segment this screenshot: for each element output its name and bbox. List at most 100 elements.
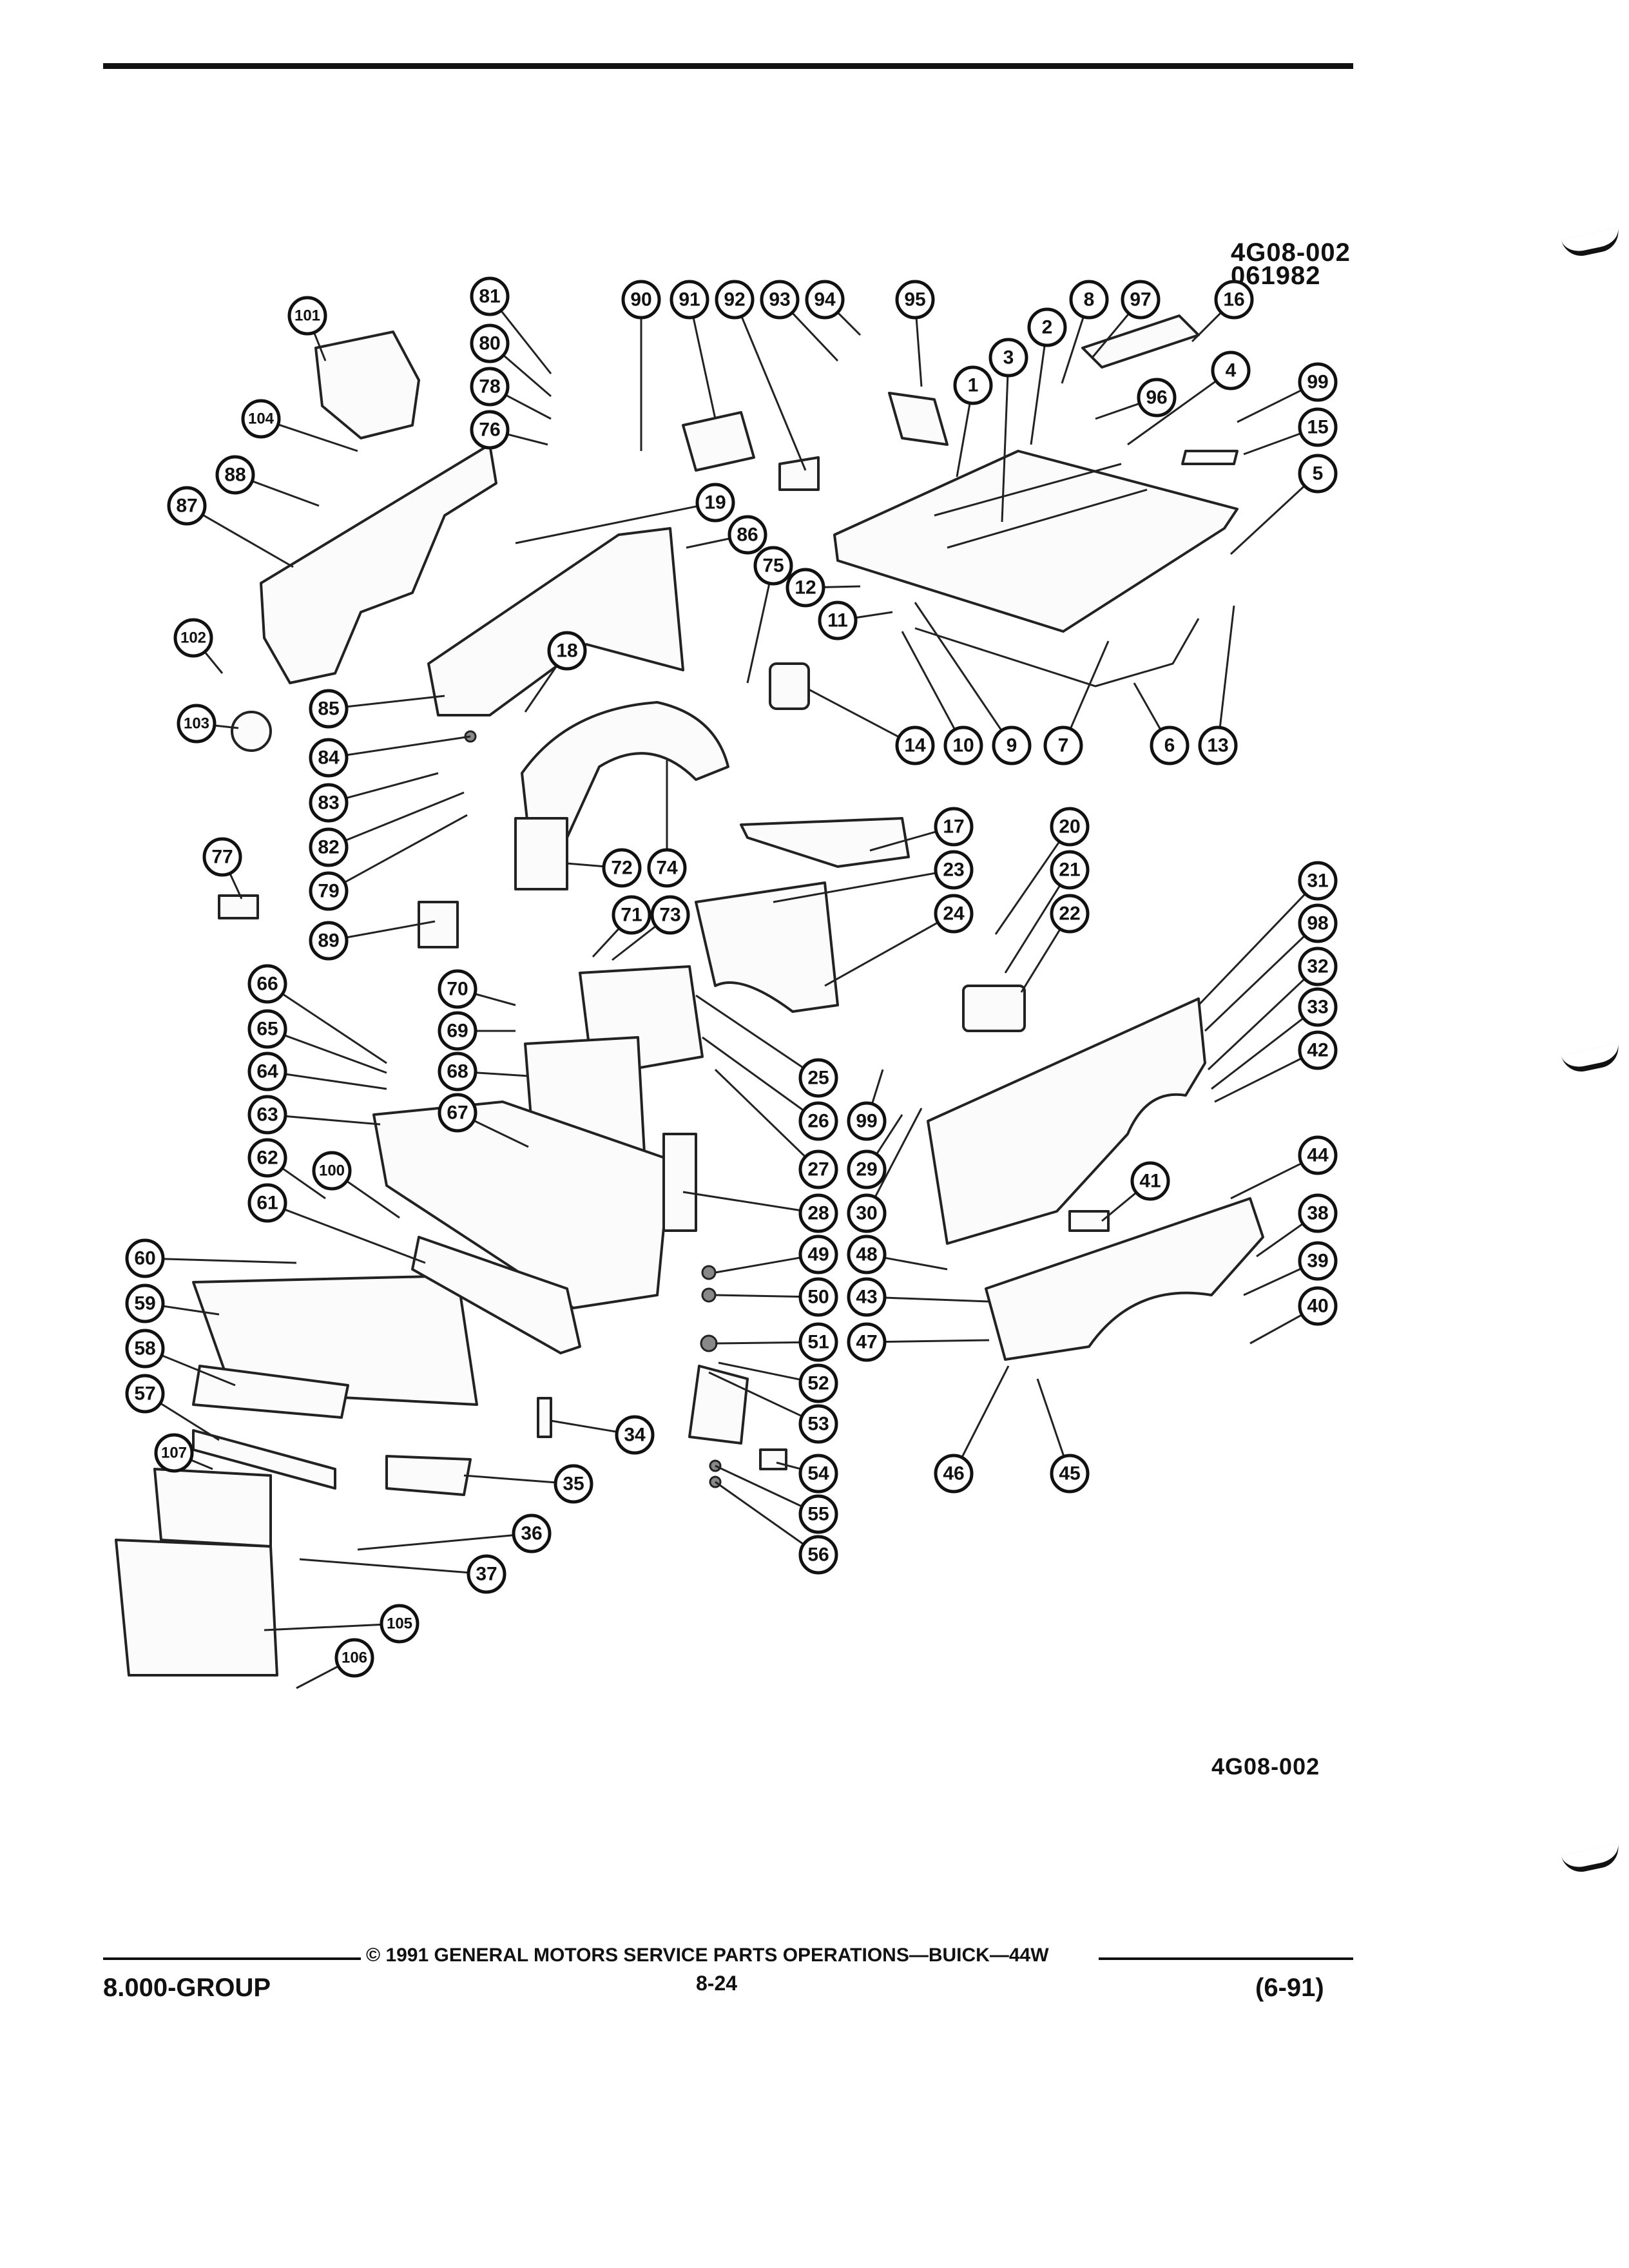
callout-number: 51 — [807, 1332, 829, 1353]
callout-number: 65 — [256, 1019, 278, 1040]
callout-67: 67 — [438, 1093, 477, 1133]
stone-shield-52 — [688, 1365, 749, 1445]
callout-circle — [786, 568, 825, 608]
callout-number: 90 — [630, 289, 651, 311]
callout-number: 101 — [294, 307, 320, 325]
callout-circle — [695, 483, 735, 523]
leader-line-71 — [592, 927, 621, 958]
washer-reservoir — [962, 985, 1026, 1032]
leader-line-9 — [914, 602, 1003, 731]
leader-line-56 — [715, 1481, 804, 1546]
leader-line-99 — [871, 1069, 884, 1104]
nut-49 — [701, 1265, 717, 1280]
leader-line-16 — [1191, 311, 1222, 343]
callout-circle — [1050, 850, 1090, 890]
leader-line-15 — [1243, 432, 1302, 456]
footer-rule-left — [103, 1957, 361, 1960]
leader-line-91 — [692, 317, 717, 419]
callout-circle — [1298, 861, 1338, 901]
leader-line-78 — [505, 394, 552, 420]
callout-81: 81 — [470, 276, 510, 316]
callout-number: 67 — [447, 1102, 468, 1124]
callout-87: 87 — [167, 486, 207, 526]
callout-35: 35 — [554, 1464, 593, 1504]
callout-28: 28 — [798, 1193, 838, 1233]
callout-number: 16 — [1223, 289, 1244, 311]
callout-98: 98 — [1298, 903, 1338, 943]
callout-9: 9 — [992, 726, 1032, 765]
callout-20: 20 — [1050, 807, 1090, 847]
leader-line-80 — [503, 354, 552, 398]
leader-line-72 — [566, 862, 604, 868]
callout-29: 29 — [847, 1149, 887, 1189]
callout-number: 80 — [479, 333, 500, 354]
callout-number: 105 — [387, 1615, 412, 1633]
bumper-filler — [192, 1365, 349, 1419]
callout-circle — [1050, 894, 1090, 934]
callout-circle — [215, 455, 255, 495]
callout-number: 91 — [679, 289, 700, 311]
leader-line-34 — [550, 1419, 617, 1433]
left-fender — [260, 443, 497, 684]
panel-34 — [537, 1397, 552, 1438]
callout-99: 99 — [1298, 362, 1338, 402]
callout-circle — [798, 1454, 838, 1494]
callout-number: 69 — [447, 1021, 468, 1042]
leader-line-85 — [346, 695, 445, 708]
leader-line-10 — [901, 631, 956, 731]
callout-circle — [1298, 454, 1338, 494]
leader-line-7 — [1069, 640, 1110, 729]
leader-line-98 — [1204, 935, 1306, 1032]
callout-101: 101 — [287, 296, 327, 336]
front-bumper — [192, 1274, 478, 1406]
callout-number: 14 — [904, 735, 926, 756]
callout-circle — [309, 871, 349, 911]
callout-63: 63 — [247, 1095, 287, 1135]
callout-circle — [934, 894, 974, 934]
leader-line-64 — [285, 1073, 387, 1090]
callout-number: 43 — [856, 1287, 877, 1308]
leader-line-70 — [474, 993, 516, 1006]
callout-number: 17 — [943, 816, 964, 838]
callout-19: 19 — [695, 483, 735, 523]
callout-number: 41 — [1139, 1171, 1161, 1192]
callout-number: 42 — [1307, 1040, 1328, 1061]
callout-circle — [554, 1464, 593, 1504]
callout-circle — [247, 1138, 287, 1178]
leader-line-35 — [463, 1474, 556, 1484]
callout-circle — [798, 1322, 838, 1362]
callout-24: 24 — [934, 894, 974, 934]
callout-46: 46 — [934, 1454, 974, 1494]
callout-number: 106 — [342, 1649, 367, 1667]
grille-bezel — [153, 1468, 272, 1548]
leader-line-45 — [1036, 1378, 1065, 1457]
callout-circle — [1027, 307, 1067, 347]
callout-circle — [670, 280, 709, 320]
callout-circle — [1198, 726, 1238, 765]
leader-line-96 — [1095, 402, 1141, 420]
leader-line-20 — [994, 841, 1061, 935]
callout-86: 86 — [728, 515, 767, 555]
callout-circle — [798, 1277, 838, 1317]
callout-circle — [612, 895, 651, 935]
callout-number: 20 — [1059, 816, 1080, 838]
leader-line-73 — [612, 925, 657, 961]
callout-circle — [512, 1514, 552, 1553]
callout-64: 64 — [247, 1052, 287, 1091]
leader-line-46 — [961, 1365, 1010, 1458]
callout-40: 40 — [1298, 1286, 1338, 1326]
callout-85: 85 — [309, 689, 349, 729]
leader-line-67 — [473, 1119, 529, 1148]
callout-16: 16 — [1214, 280, 1254, 320]
callout-number: 24 — [943, 903, 965, 925]
callout-circle — [847, 1322, 887, 1362]
callout-23: 23 — [934, 850, 974, 890]
leader-line-26 — [702, 1036, 805, 1111]
radiator-support — [372, 1100, 671, 1309]
callout-48: 48 — [847, 1235, 887, 1274]
callout-number: 74 — [656, 858, 678, 879]
leader-line-102 — [204, 651, 224, 674]
callout-10: 10 — [943, 726, 983, 765]
callout-44: 44 — [1298, 1135, 1338, 1175]
callout-94: 94 — [805, 280, 845, 320]
